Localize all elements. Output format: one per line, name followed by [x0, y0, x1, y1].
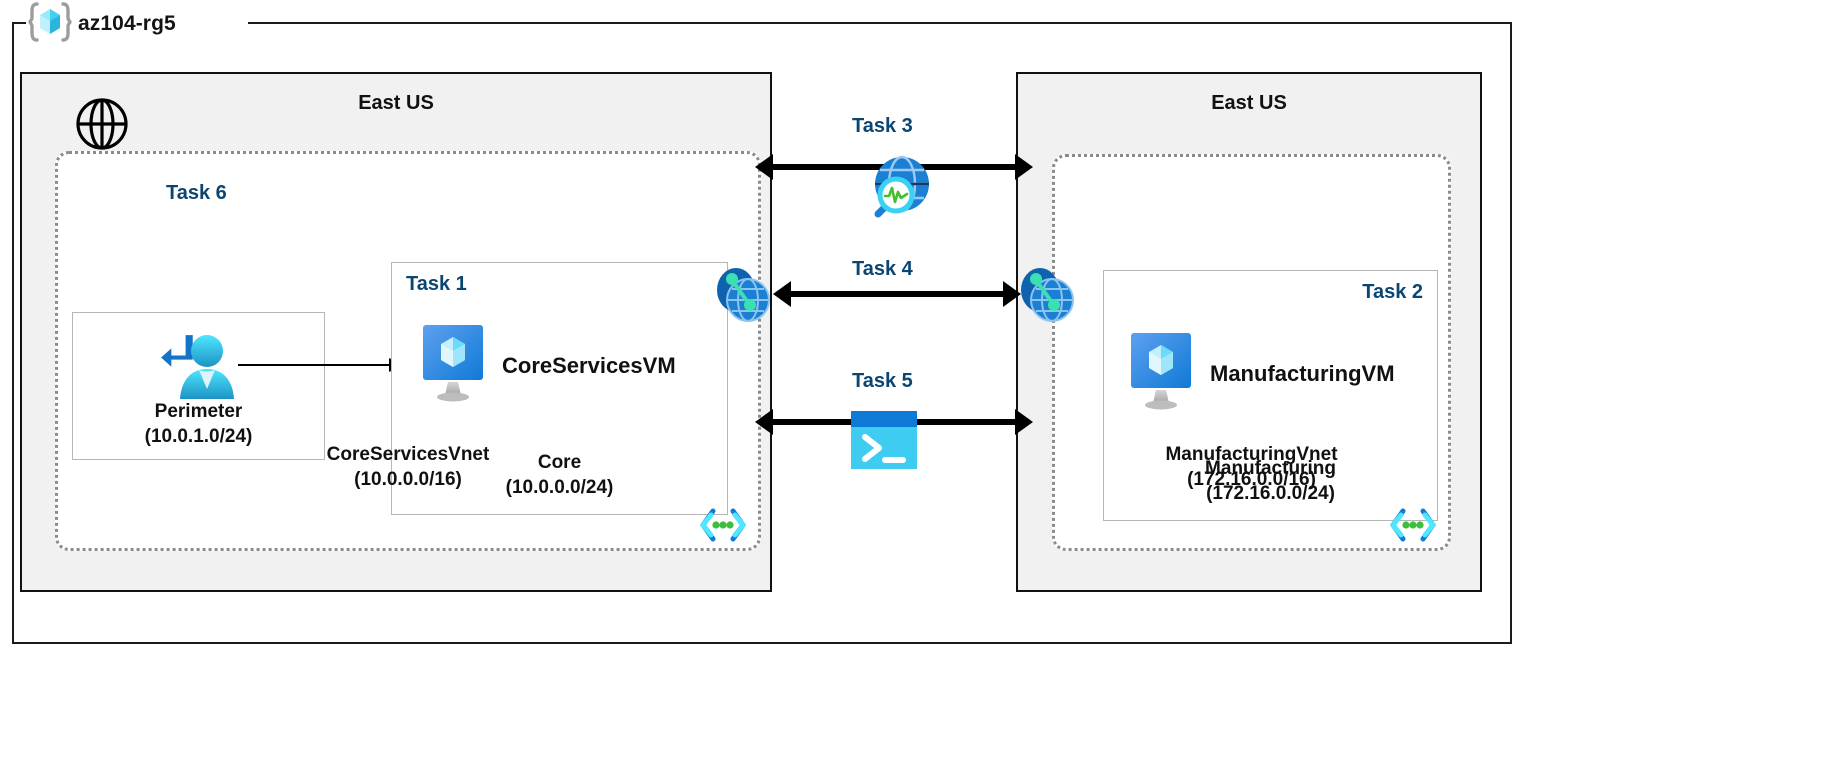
- subnet-manufacturing-name: Manufacturing: [1205, 458, 1336, 480]
- region-east-us-right: East US Task 2: [1016, 72, 1482, 592]
- task-label-task-5: Task 5: [852, 370, 913, 392]
- globe-internet-icon: [74, 96, 130, 157]
- resource-group-label: az104-rg5: [28, 1, 176, 42]
- virtual-network-icon: [699, 508, 747, 542]
- vnet-manufacturingvnet-name: ManufacturingVnet: [1165, 444, 1338, 466]
- connection-arrow-task-4: [790, 291, 1004, 297]
- vm-coreservicesvm: CoreServicesVM: [420, 323, 676, 408]
- task-label-task-2: Task 2: [1362, 281, 1423, 303]
- task-label-task-1: Task 1: [406, 273, 467, 295]
- vm-manufacturingvm: ManufacturingVM: [1128, 331, 1395, 416]
- user-login-icon: [157, 327, 241, 414]
- subnet-manufacturing-caption: Manufacturing (172.16.0.0/24): [1104, 457, 1437, 506]
- vm-coreservicesvm-name: CoreServicesVM: [502, 352, 676, 378]
- region-title-right: East US: [1211, 92, 1287, 114]
- subnet-core: Task 1: [391, 262, 728, 515]
- subnet-perimeter: Perimeter (10.0.1.0/24): [72, 312, 325, 460]
- subnet-manufacturing-cidr: (172.16.0.0/24): [1206, 482, 1335, 504]
- vnet-coreservicesvnet-cidr: (10.0.0.0/16): [354, 468, 462, 490]
- region-east-us-left: East US Task 6: [20, 72, 772, 592]
- task-label-task-4: Task 4: [852, 258, 913, 280]
- subnet-core-cidr: (10.0.0.0/24): [505, 476, 614, 498]
- subnet-perimeter-cidr: (10.0.1.0/24): [144, 425, 253, 447]
- subnet-manufacturing: Task 2: [1103, 270, 1438, 521]
- virtual-machine-icon: [420, 323, 486, 408]
- virtual-network-icon: [1389, 508, 1437, 542]
- resource-group-icon: [28, 1, 72, 48]
- vnet-manufacturingvnet-caption: ManufacturingVnet (172.16.0.0/16): [1055, 443, 1448, 492]
- resource-group-name: az104-rg5: [78, 12, 176, 35]
- task-label-task-3: Task 3: [852, 115, 913, 137]
- vnet-manufacturingvnet: Task 2: [1052, 154, 1451, 551]
- vnet-coreservicesvnet-caption: CoreServicesVnet (10.0.0.0/16): [58, 443, 758, 492]
- vnet-coreservicesvnet-name: CoreServicesVnet: [326, 444, 490, 466]
- vnet-peering-icon: [712, 262, 774, 335]
- resource-group-label-mask: [26, 10, 248, 36]
- arrow-perimeter-to-coreservicesvm: [238, 364, 390, 366]
- vnet-coreservicesvnet: Task 6: [55, 151, 761, 551]
- network-watcher-icon: [858, 152, 936, 235]
- vm-manufacturingvm-name: ManufacturingVM: [1210, 360, 1395, 386]
- vnet-manufacturingvnet-cidr: (172.16.0.0/16): [1187, 468, 1316, 490]
- task-label-task-6: Task 6: [166, 182, 227, 204]
- cloud-shell-icon: [851, 411, 917, 474]
- subnet-core-name: Core: [537, 452, 582, 474]
- subnet-perimeter-name: Perimeter: [154, 401, 243, 423]
- virtual-machine-icon: [1128, 331, 1194, 416]
- subnet-core-caption: Core (10.0.0.0/24): [392, 451, 727, 500]
- subnet-perimeter-caption: Perimeter (10.0.1.0/24): [73, 400, 324, 449]
- region-title-left: East US: [358, 92, 434, 114]
- vnet-peering-icon: [1016, 262, 1078, 335]
